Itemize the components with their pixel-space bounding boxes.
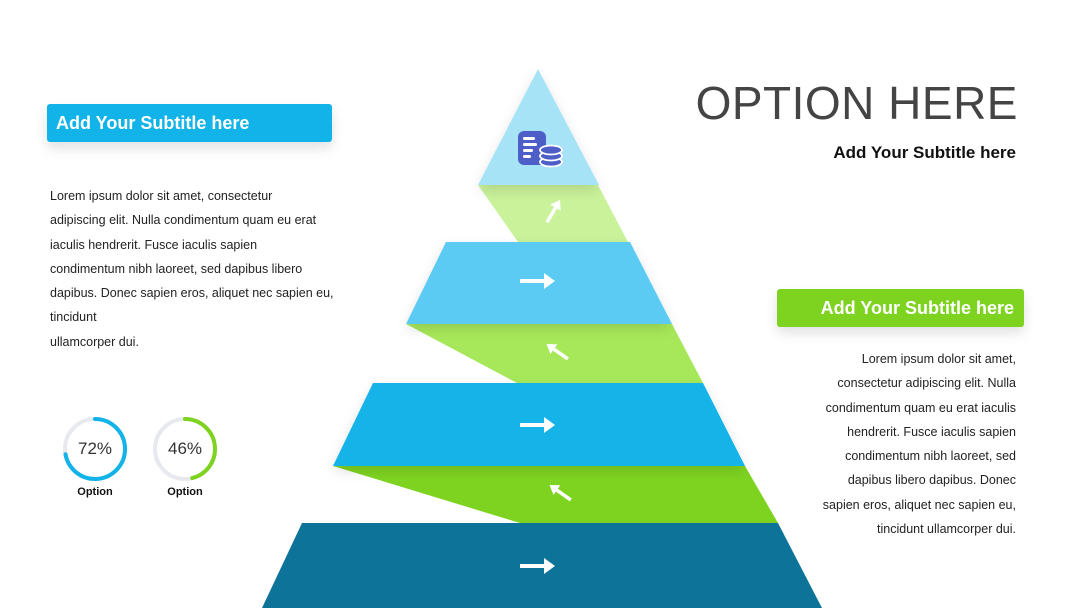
right-body-line: condimentum nibh laoreet, sed <box>845 449 1016 464</box>
band-arrow-icon <box>545 199 561 224</box>
left-body-text: Lorem ipsum dolor sit amet, consectetur … <box>50 184 335 354</box>
band-arrow-icon <box>546 343 569 361</box>
right-body-line: Lorem ipsum dolor sit amet, <box>861 352 1016 366</box>
ring-progress-arc <box>63 417 127 481</box>
right-top-subtitle: Add Your Subtitle here <box>833 143 1016 162</box>
left-body-line: iaculis hendrerit. Fusce iaculis sapien <box>50 237 258 252</box>
arrow-right-icon <box>520 558 555 574</box>
progress-ring-2: 46% Option <box>152 416 218 498</box>
progress-ring-1: 72% Option <box>62 416 128 498</box>
ring-label: Option <box>167 486 203 498</box>
right-subtitle: Add Your Subtitle here <box>820 297 1014 318</box>
left-subtitle-box: Add Your Subtitle here <box>47 104 332 142</box>
arrow-right-icon <box>520 273 555 289</box>
band-arrow-icon <box>549 484 572 502</box>
right-body-line: consectetur adipiscing elit. Nulla <box>837 376 1016 391</box>
band-3 <box>333 466 778 523</box>
database-icon-line <box>523 149 533 152</box>
left-body-line: ullamcorper dui. <box>50 334 139 349</box>
database-icon-line <box>523 137 535 140</box>
left-body-line: condimentum nibh laoreet, sed dapibus li… <box>50 261 303 276</box>
ring-progress-arc <box>153 417 217 481</box>
page-title: OPTION HERE <box>695 77 1018 129</box>
right-body-line: condimentum quam eu erat iaculis <box>825 400 1016 415</box>
right-body-text: Lorem ipsum dolor sit amet, consectetur … <box>786 347 1016 541</box>
database-icon <box>518 131 563 168</box>
right-body-line: hendrerit. Fusce iaculis sapien <box>847 424 1016 439</box>
database-icon-line <box>523 155 531 158</box>
ring-value: 72% <box>77 439 113 458</box>
right-body-line: dapibus libero dapibus. Donec <box>847 473 1016 488</box>
ring-value: 46% <box>167 439 203 458</box>
left-body-line: Lorem ipsum dolor sit amet, consectetur <box>50 189 273 203</box>
right-body-line: sapien eros, aliquet nec sapien eu, <box>822 497 1016 512</box>
pyramid-tier-1 <box>478 69 599 185</box>
left-body-line: adipiscing elit. Nulla condimentum quam … <box>50 213 317 228</box>
right-body-line: tincidunt ullamcorper dui. <box>877 522 1016 537</box>
arrow-right-icon <box>520 417 555 433</box>
database-icon-line <box>523 143 537 146</box>
right-subtitle-box: Add Your Subtitle here <box>777 289 1024 327</box>
band-2 <box>406 324 703 383</box>
left-subtitle: Add Your Subtitle here <box>56 112 250 133</box>
ring-label: Option <box>77 486 113 498</box>
left-body-line: tincidunt <box>50 310 97 325</box>
database-icon-disk <box>539 144 563 156</box>
left-body-line: dapibus. Donec sapien eros, aliquet nec … <box>50 286 334 301</box>
